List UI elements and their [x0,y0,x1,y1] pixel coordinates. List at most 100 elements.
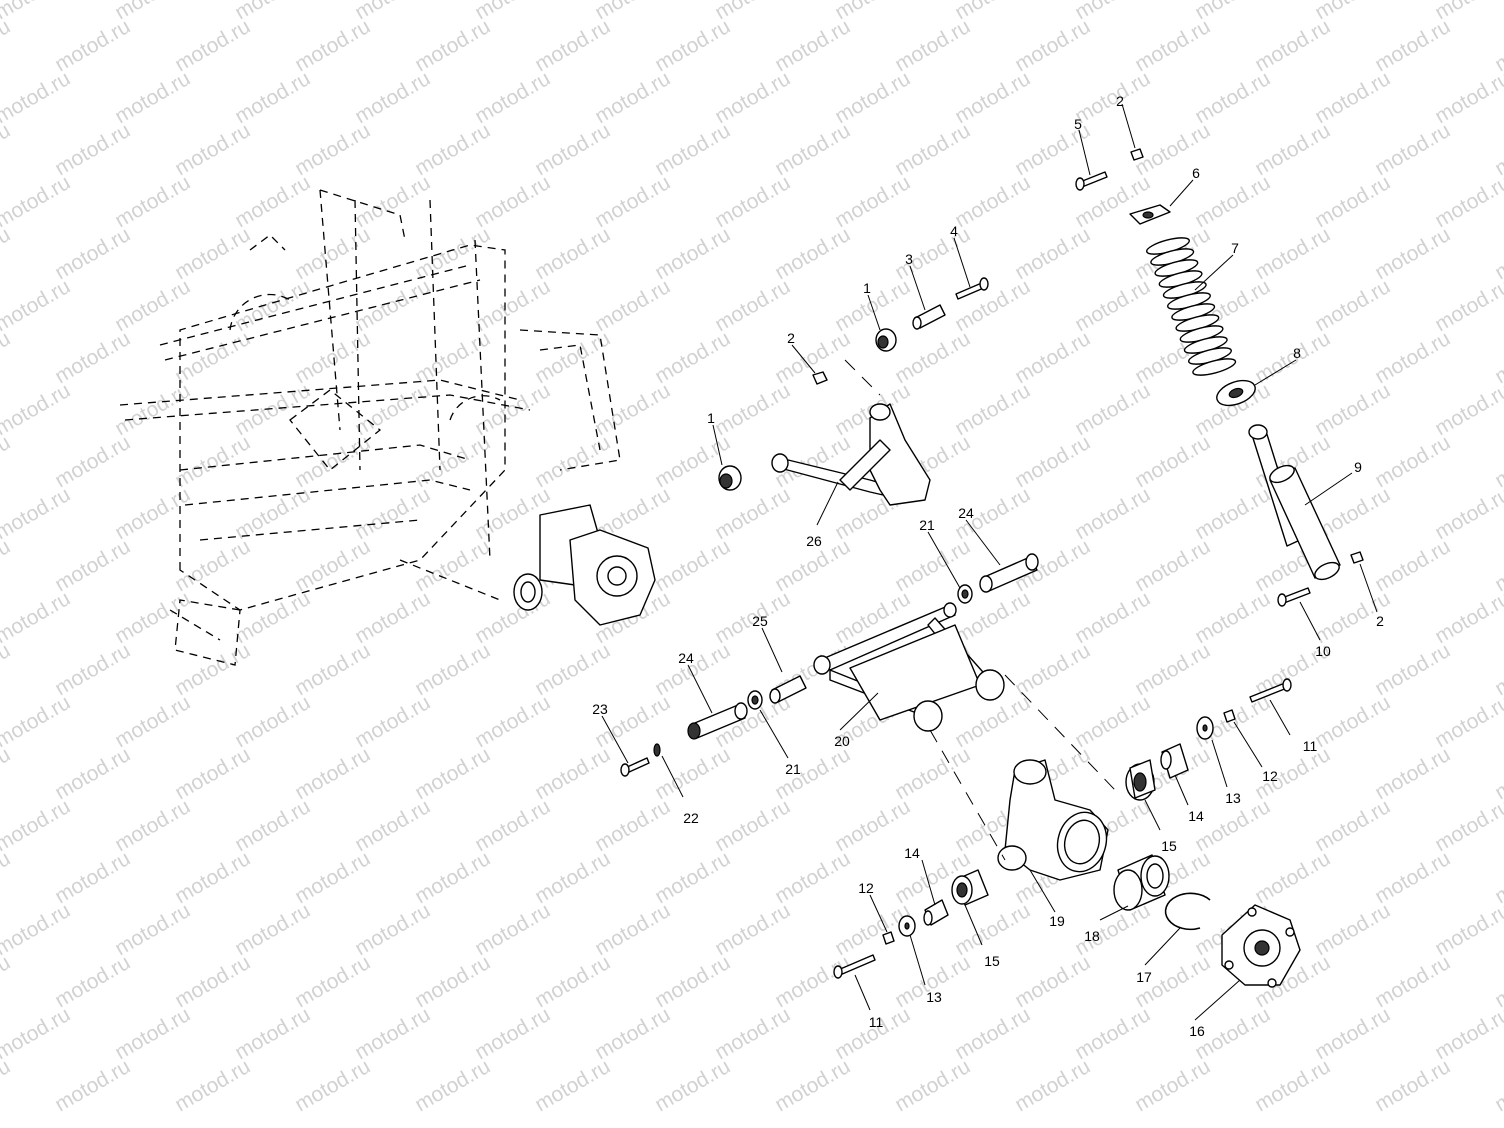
watermark-text: motod.ru [591,67,674,128]
watermark-text: motod.ru [51,15,134,76]
watermark-text: motod.ru [291,951,374,1012]
watermark-text: motod.ru [0,951,14,1012]
watermark-text: motod.ru [771,1055,854,1116]
watermark-text: motod.ru [1371,1055,1454,1116]
callout-4: 4 [950,223,958,239]
watermark-text: motod.ru [891,223,974,284]
watermark-text: motod.ru [1371,119,1454,180]
callout-20: 20 [834,733,850,749]
watermark-text: motod.ru [651,639,734,700]
watermark-text: motod.ru [1371,535,1454,596]
bolt-lower-pivot [620,757,650,777]
watermark-text: motod.ru [291,15,374,76]
watermark-text: motod.ru [0,639,14,700]
watermark-text: motod.ru [51,847,134,908]
watermark-text: motod.ru [171,119,254,180]
snap-ring [1164,892,1211,931]
watermark-text: motod.ru [411,1055,494,1116]
watermark-text: motod.ru [231,171,314,232]
sleeve-lower [769,675,807,704]
callout-26: 26 [806,533,822,549]
watermark-text: motod.ru [51,639,134,700]
watermark-text: motod.ru [831,275,914,336]
watermark-text: motod.ru [0,743,14,804]
watermark-text: motod.ru [711,1003,794,1064]
watermark-text: motod.ru [891,327,974,388]
watermark-text: motod.ru [411,535,494,596]
watermark-text: motod.ru [0,431,14,492]
nut-upper-arm [812,371,828,385]
watermark-text: motod.ru [471,899,554,960]
watermark-text: motod.ru [111,67,194,128]
watermark-text: motod.ru [1251,119,1334,180]
callout-5: 5 [1074,116,1082,132]
bolt-knuckle-right [1249,678,1292,703]
watermark-text: motod.ru [591,171,674,232]
watermark-text: motod.ru [1371,327,1454,388]
watermark-text: motod.ru [531,15,614,76]
watermark-text: motod.ru [171,951,254,1012]
watermark-text: motod.ru [651,119,734,180]
callout-19: 19 [1049,913,1065,929]
watermark-text: motod.ru [1011,327,1094,388]
spacer-knuckle-left [923,899,949,926]
watermark-text: motod.ru [111,795,194,856]
watermark-text: motod.ru [771,951,854,1012]
watermark-text: motod.ru [1371,431,1454,492]
watermark-text: motod.ru [471,171,554,232]
watermark-text: motod.ru [471,67,554,128]
watermark-text: motod.ru [891,743,974,804]
wheel-bearing [1113,854,1170,911]
callout-16: 16 [1189,1023,1205,1039]
watermark-text: motod.ru [891,15,974,76]
callout-10: 10 [1315,643,1331,659]
watermark-text: motod.ru [771,119,854,180]
watermark-text: motod.ru [1131,431,1214,492]
watermark-text: motod.ru [51,223,134,284]
watermark-text: motod.ru [351,1003,434,1064]
callout-1-upper: 1 [863,280,871,296]
bushing-upper [875,328,897,352]
watermark-text: motod.ru [1071,1003,1154,1064]
watermark-text: motod.ru [351,795,434,856]
callout-15-left: 15 [984,953,1000,969]
watermark-text: motod.ru [1311,1003,1394,1064]
steering-knuckle [997,759,1109,881]
watermark-text: motod.ru [531,1055,614,1116]
watermark-text: motod.ru [111,275,194,336]
watermark-text: motod.ru [111,379,194,440]
watermark-text: motod.ru [51,327,134,388]
watermark-text: motod.ru [951,67,1034,128]
watermark-text: motod.ru [831,171,914,232]
spring-coil [1192,358,1237,376]
watermark-text: motod.ru [1311,275,1394,336]
watermark-text: motod.ru [51,743,134,804]
callout-17: 17 [1136,969,1152,985]
watermark-text: motod.ru [51,951,134,1012]
watermark-text: motod.ru [1071,67,1154,128]
watermark-text: motod.ru [351,171,434,232]
watermark-text: motod.ru [0,795,74,856]
callout-21-lower: 21 [785,761,801,777]
nut-shock-top [1130,148,1144,161]
callout-6: 6 [1192,165,1200,181]
watermark-text: motod.ru [771,327,854,388]
watermark-text: motod.ru [651,15,734,76]
watermark-text: motod.ru [651,327,734,388]
watermark-text: motod.ru [0,275,74,336]
watermark-text: motod.ru [711,67,794,128]
watermark-text: motod.ru [231,67,314,128]
watermark-text: motod.ru [711,275,794,336]
watermark-text: motod.ru [531,743,614,804]
watermark-text: motod.ru [411,431,494,492]
watermark-text: motod.ru [471,691,554,752]
watermark-text: motod.ru [531,431,614,492]
watermark-text: motod.ru [0,691,74,752]
watermark-text: motod.ru [171,535,254,596]
watermark-text: motod.ru [531,223,614,284]
watermark-text: motod.ru [1011,15,1094,76]
callout-14-left: 14 [904,845,920,861]
watermark-text: motod.ru [1311,691,1394,752]
callout-1-lower: 1 [707,410,715,426]
